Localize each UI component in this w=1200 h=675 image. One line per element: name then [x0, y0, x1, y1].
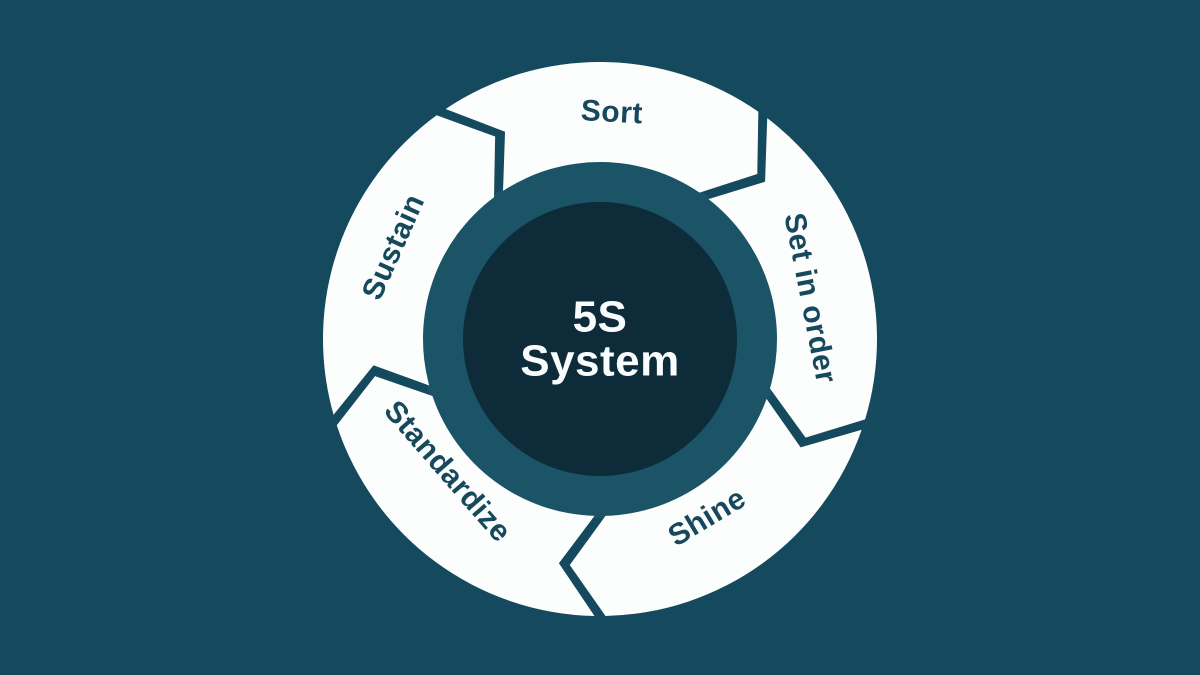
- segment-standardize-shape: [336, 376, 595, 616]
- segment-sustain: Sustain: [323, 115, 496, 415]
- center-title: 5S System: [520, 293, 680, 386]
- center-circle: [463, 202, 737, 476]
- center-title-line1: 5S: [573, 293, 628, 342]
- segment-set-in-order: Set in order: [708, 118, 877, 438]
- segment-sort: Sort: [445, 62, 759, 193]
- segment-sustain-shape: [323, 115, 496, 415]
- segment-set-in-order-shape: [708, 118, 877, 438]
- segment-sort-shape: [445, 62, 759, 193]
- center-title-line2: System: [520, 337, 680, 386]
- segment-sort-label: Sort: [580, 94, 644, 130]
- segment-shine-shape: [569, 398, 862, 616]
